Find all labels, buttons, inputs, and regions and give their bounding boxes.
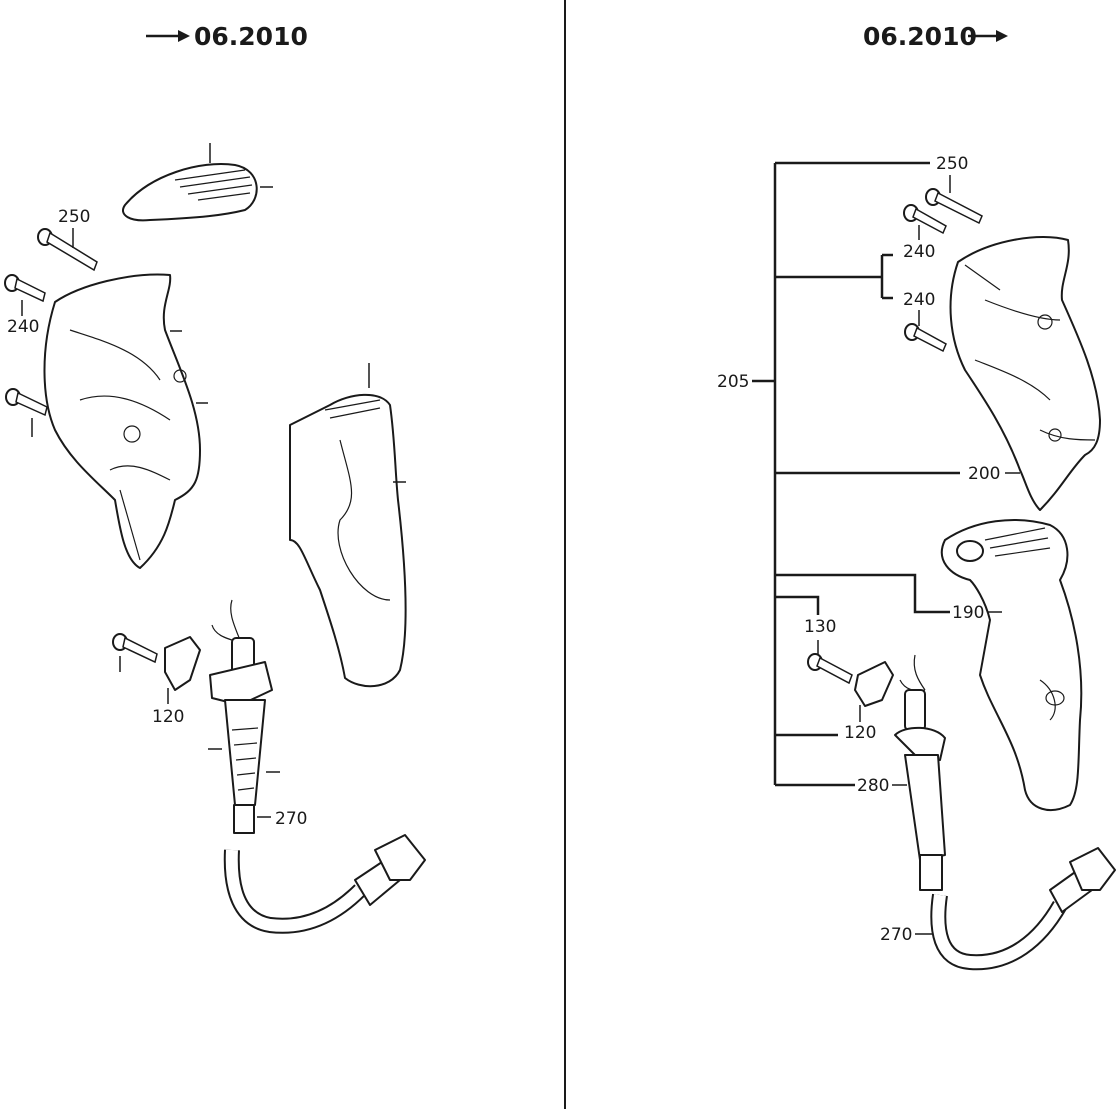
left-panel: 06.2010 250 240 (4, 22, 426, 934)
right-panel: 06.2010 250 240 240 205 200 190 130 120 … (717, 22, 1116, 971)
housing-half-part-right (949, 235, 1101, 511)
arrow-right-icon (146, 30, 190, 42)
power-cable-part-left: 270 (208, 599, 426, 934)
label-200: 200 (968, 464, 1000, 484)
left-date-header: 06.2010 (194, 22, 308, 51)
label-270-right: 270 (880, 925, 912, 945)
screw-240-right-upper (903, 204, 947, 240)
label-130: 130 (804, 617, 836, 637)
cable-clamp-part-left: 120 (112, 633, 201, 727)
handle-shell-part-right (940, 519, 1083, 811)
cable-clamp-part-right (807, 640, 894, 722)
label-240-right-lower: 240 (903, 290, 935, 310)
housing-half-part-left (43, 273, 208, 569)
arrow-right-icon (968, 30, 1008, 42)
handle-shell-part-left (289, 363, 407, 688)
screw-240-left-upper: 240 (4, 274, 46, 337)
label-280: 280 (857, 776, 889, 796)
switch-cover-part (122, 143, 273, 222)
label-205: 205 (717, 372, 749, 392)
screw-250-left: 250 (37, 207, 98, 272)
right-date-header: 06.2010 (863, 22, 977, 51)
label-240-right-upper: 240 (903, 242, 935, 262)
label-190: 190 (952, 603, 984, 623)
label-250-left: 250 (58, 207, 90, 227)
power-cable-part-right (892, 654, 1116, 971)
label-120-left: 120 (152, 707, 184, 727)
screw-250-right (925, 175, 983, 225)
label-120-right: 120 (844, 723, 876, 743)
label-270-left: 270 (275, 809, 307, 829)
screw-240-right-lower (904, 310, 947, 353)
label-240-left: 240 (7, 317, 39, 337)
screw-240-left-lower (5, 388, 48, 437)
assembly-bracket (752, 161, 960, 787)
label-250-right: 250 (936, 154, 968, 174)
